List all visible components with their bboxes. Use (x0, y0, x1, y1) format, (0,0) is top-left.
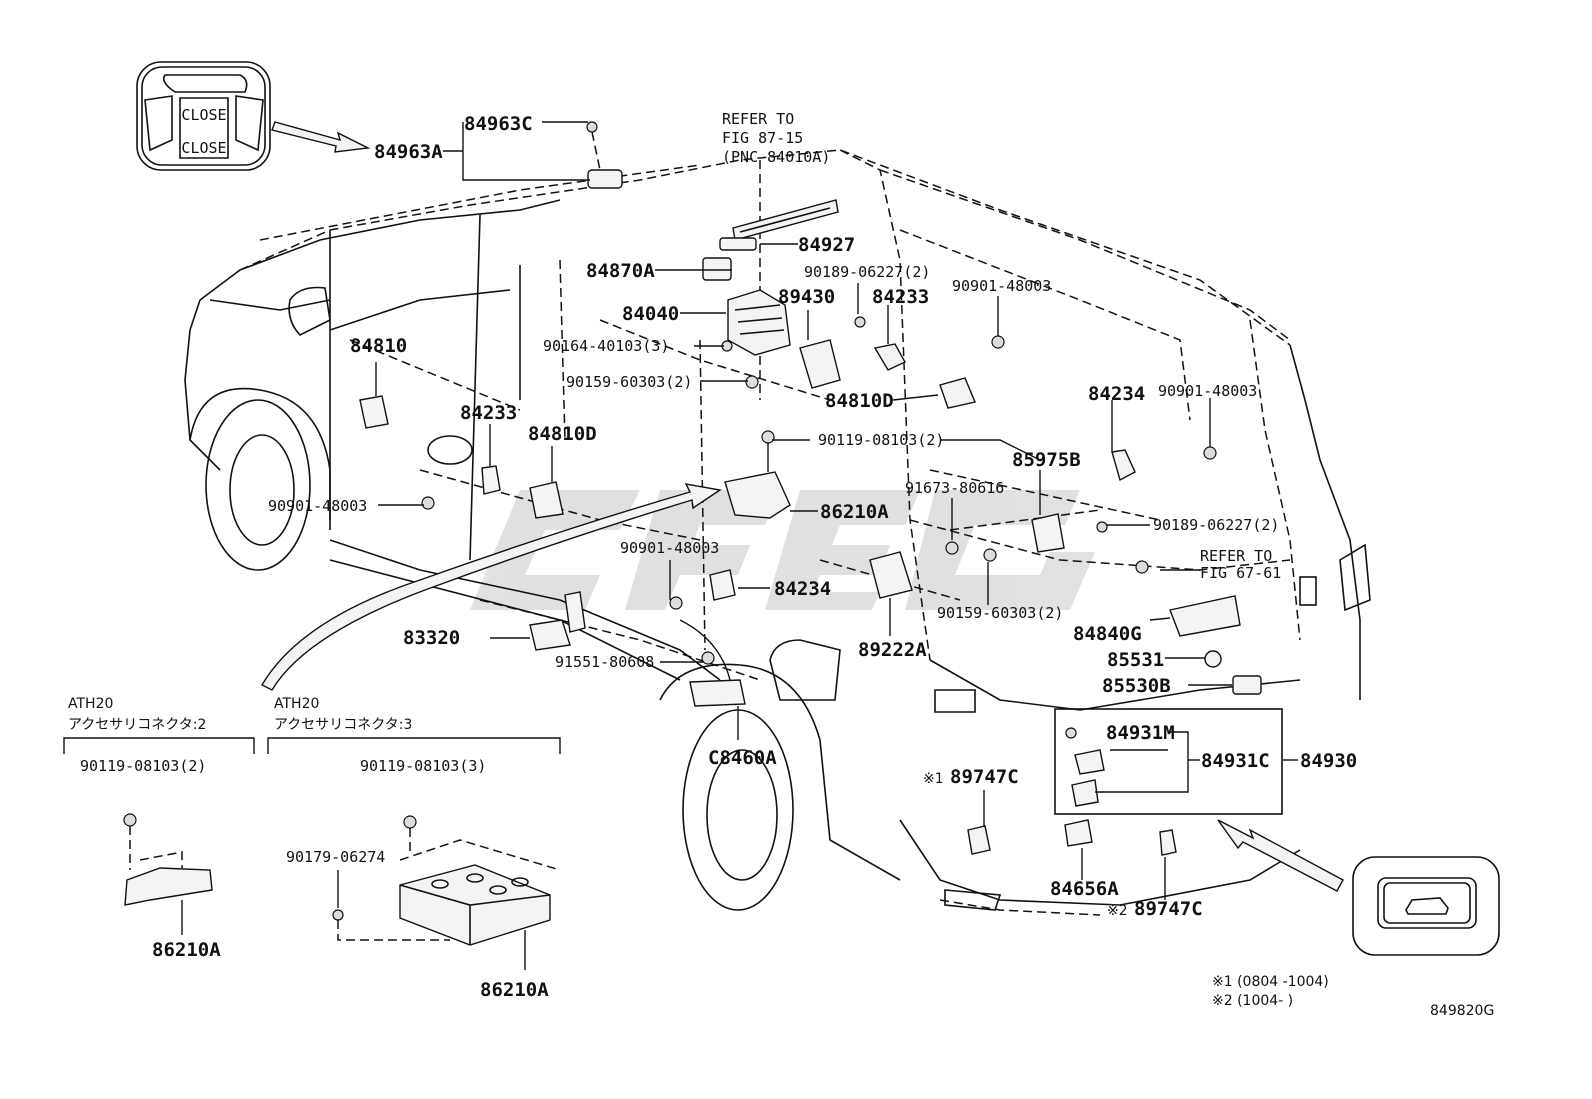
label-84810: 84810 (350, 335, 407, 357)
label-83320: 83320 (403, 627, 460, 649)
arrow-switch-to-84963A (271, 121, 371, 153)
leader-lines (375, 121, 1298, 900)
label-84930: 84930 (1300, 750, 1357, 772)
label-89430: 89430 (778, 286, 835, 308)
label-84040: 84040 (622, 303, 679, 325)
label-84931C: 84931C (1201, 750, 1270, 772)
label-84870A: 84870A (586, 260, 655, 282)
label-84810D-left: 84810D (528, 423, 597, 445)
refer2-line1: REFER TO (1200, 547, 1272, 565)
label-90901-4: 90901-48003 (620, 539, 719, 557)
label-85530B: 85530B (1102, 675, 1171, 697)
arrow-rear-switch (1217, 819, 1344, 892)
label-89747C-1: 89747C (950, 766, 1019, 788)
inset2-model: ATH20 (274, 696, 319, 712)
label-90119-inset2: 90119-08103(3) (360, 757, 486, 775)
inset-accessory-3 (267, 737, 561, 970)
vehicle-outline (184, 149, 1371, 916)
label-90189-1: 90189-06227(2) (804, 263, 930, 281)
label-90159-1: 90159-60303(2) (566, 373, 692, 391)
label-84233-top: 84233 (872, 286, 929, 308)
label-90164: 90164-40103(3) (543, 337, 669, 355)
label-90119-main: 90119-08103(2) (818, 431, 944, 449)
label-90119-inset1: 90119-08103(2) (80, 757, 206, 775)
inset1-model: ATH20 (68, 696, 113, 712)
label-84234-right: 84234 (1088, 383, 1145, 405)
refer1-line2: FIG 87-15 (722, 129, 803, 147)
label-90179: 90179-06274 (286, 848, 385, 866)
switch-close-small-label: CLOSE (181, 106, 226, 124)
label-84931M: 84931M (1106, 722, 1175, 744)
label-C8460A: C8460A (708, 747, 777, 769)
label-84963A: 84963A (374, 141, 443, 163)
figure-id: 849820G (1430, 1003, 1494, 1019)
label-90189-2: 90189-06227(2) (1153, 516, 1279, 534)
label-84963C: 84963C (464, 113, 533, 135)
refer1-line3: (PNC 84010A) (722, 148, 830, 166)
label-84233-left: 84233 (460, 402, 517, 424)
inset-accessory-2 (63, 737, 255, 935)
labels: 84963C 84963A REFER TO FIG 87-15 (PNC 84… (68, 110, 1494, 1019)
label-90159-2: 90159-60303(2) (937, 604, 1063, 622)
rear-switch-panel (1352, 856, 1500, 956)
note-2: ※2 (1004- ) (1212, 993, 1293, 1009)
label-90901-2: 90901-48003 (1158, 382, 1257, 400)
label-84927: 84927 (798, 234, 855, 256)
label-89747C-2: 89747C (1134, 898, 1203, 920)
overhead-switch-panel: CLOSE CLOSE (136, 61, 271, 171)
label-84656A: 84656A (1050, 878, 1119, 900)
box-84931 (1054, 708, 1283, 815)
label-84810D-right: 84810D (825, 390, 894, 412)
marker-2: ※2 (1107, 903, 1128, 919)
label-85975B: 85975B (1012, 449, 1081, 471)
label-86210A-inset2: 86210A (480, 979, 549, 1001)
label-86210A-inset1: 86210A (152, 939, 221, 961)
part-shapes (359, 121, 1317, 856)
label-89222A: 89222A (858, 639, 927, 661)
label-91673: 91673-80616 (905, 479, 1004, 497)
label-91551: 91551-80608 (555, 653, 654, 671)
part-shapes-84931 (1065, 727, 1105, 807)
label-85531: 85531 (1107, 649, 1164, 671)
refer2-line2: FIG 67-61 (1200, 564, 1281, 582)
inset2-title: アクセサリコネクタ:3 (274, 717, 412, 733)
arrow-inset-to-86210A (261, 483, 722, 691)
label-84840G: 84840G (1073, 623, 1142, 645)
label-90901-1: 90901-48003 (952, 277, 1051, 295)
note-1: ※1 (0804 -1004) (1212, 974, 1329, 990)
inset1-title: アクセサリコネクタ:2 (68, 717, 206, 733)
label-84234-mid: 84234 (774, 578, 831, 600)
refer1-line1: REFER TO (722, 110, 794, 128)
label-90901-3: 90901-48003 (268, 497, 367, 515)
switch-close-big-label: CLOSE (181, 139, 226, 157)
marker-1: ※1 (923, 771, 944, 787)
label-86210A-car: 86210A (820, 501, 889, 523)
